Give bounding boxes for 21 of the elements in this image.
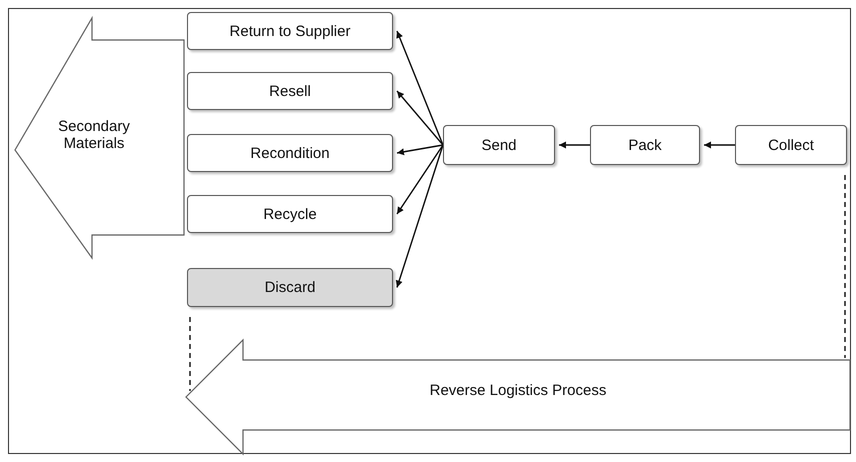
process-box: Return to Supplier <box>187 12 393 50</box>
arrow <box>396 144 444 288</box>
block-arrow <box>14 18 186 258</box>
process-box: Collect <box>735 125 847 165</box>
process-box: Recycle <box>187 195 393 233</box>
arrow <box>559 142 590 148</box>
arrow <box>396 144 444 214</box>
process-box: Resell <box>187 72 393 110</box>
dashed-line <box>189 317 191 391</box>
arrow <box>396 144 444 156</box>
arrow <box>396 90 444 146</box>
arrow-label: Secondary Materials <box>57 118 131 152</box>
process-box: Recondition <box>187 134 393 172</box>
process-box: Send <box>443 125 555 165</box>
process-box: Discard <box>187 268 393 307</box>
dashed-line <box>844 175 846 358</box>
block-arrow <box>185 340 851 454</box>
process-box: Pack <box>590 125 700 165</box>
arrow <box>704 142 735 148</box>
arrow-label: Reverse Logistics Process <box>428 382 608 399</box>
arrow <box>396 30 444 146</box>
